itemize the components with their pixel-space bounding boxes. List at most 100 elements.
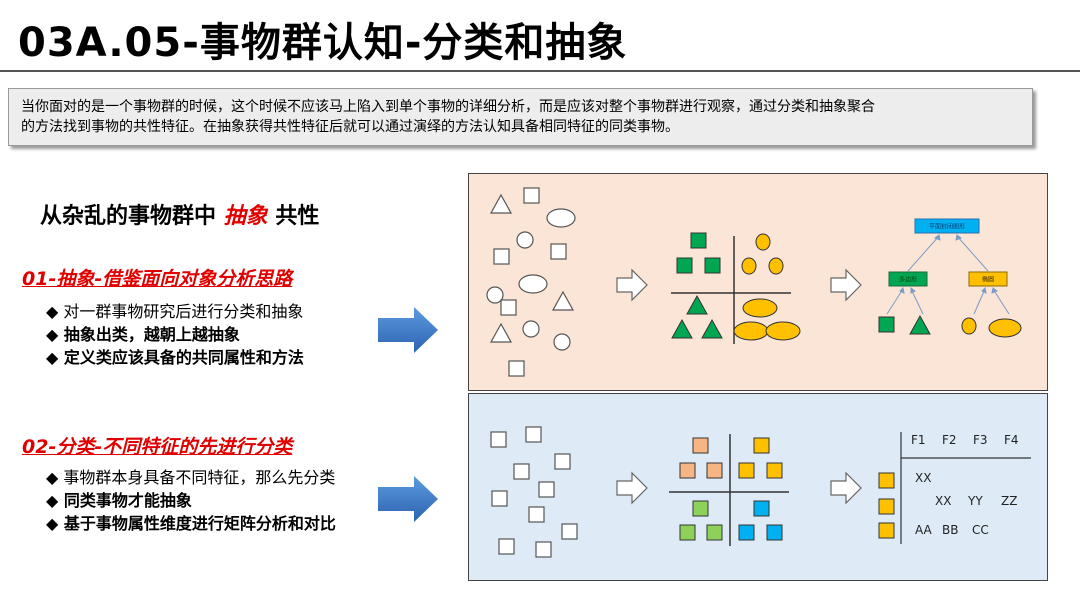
green-triangle-icon xyxy=(686,294,708,315)
matrix-row2-c: ZZ xyxy=(1001,494,1017,508)
circle-icon xyxy=(486,286,504,304)
yellow-ellipse-icon xyxy=(742,298,778,318)
abstraction-diagram: 平面封闭图形 多边形 椭圆 xyxy=(486,187,1022,377)
square-icon xyxy=(491,490,508,507)
section2-bullets: ◆ 事物群本身具备不同特征，那么先分类 ◆ 同类事物才能抽象 ◆ 基于事物属性维… xyxy=(46,466,336,535)
square-icon xyxy=(508,360,525,377)
green-triangle-icon xyxy=(671,318,693,339)
class-node-right-label: 椭圆 xyxy=(982,276,994,284)
abstraction-panel: 平面封闭图形 多边形 椭圆 xyxy=(468,173,1048,391)
outline-arrow-icon xyxy=(616,268,648,302)
classification-panel: F1 F2 F3 F4 XX XX YY ZZ AA BB CC xyxy=(468,393,1048,581)
triangle-icon xyxy=(489,322,513,343)
matrix-col-f2: F2 xyxy=(942,433,957,447)
yellow-circle-icon xyxy=(741,257,757,275)
triangle-icon xyxy=(551,290,575,311)
square-icon xyxy=(561,523,578,540)
yellow-square-icon xyxy=(878,498,895,515)
circle-icon xyxy=(522,320,540,338)
title-divider xyxy=(0,70,1080,72)
section2-title: 02-分类-不同特征的先进行分类 xyxy=(22,436,293,458)
section2-bullet-1: ◆ 事物群本身具备不同特征，那么先分类 xyxy=(46,468,336,487)
orange-square-icon xyxy=(706,462,723,479)
yellow-square-icon xyxy=(766,462,783,479)
blue-square-icon xyxy=(766,524,783,541)
intro-line-1: 当你面对的是一个事物群的时候，这个时候不应该马上陷入到单个事物的详细分析，而是应… xyxy=(21,99,875,115)
class-node-left xyxy=(888,271,928,287)
yellow-square-icon xyxy=(753,437,770,454)
lightgreen-square-icon xyxy=(692,500,709,517)
class-node-right xyxy=(968,271,1008,287)
matrix-row3-b: BB xyxy=(942,523,958,537)
blue-square-icon xyxy=(738,524,755,541)
yellow-ellipse-icon xyxy=(765,321,801,341)
yellow-square-icon xyxy=(878,472,895,489)
square-icon xyxy=(498,538,515,555)
square-icon xyxy=(554,453,571,470)
orange-square-icon xyxy=(679,462,696,479)
yellow-square-icon xyxy=(878,522,895,539)
square-icon xyxy=(525,426,542,443)
green-square-icon xyxy=(878,316,895,333)
page-title: 03A.05-事物群认知-分类和抽象 xyxy=(18,20,628,66)
section1-bullet-3: ◆ 定义类应该具备的共同属性和方法 xyxy=(46,348,304,367)
section-heading: 从杂乱的事物群中 抽象 共性 xyxy=(40,198,319,230)
lightgreen-square-icon xyxy=(706,524,723,541)
matrix-row3-c: CC xyxy=(972,523,989,537)
yellow-circle-icon xyxy=(755,233,771,251)
circle-icon xyxy=(553,333,571,351)
ellipse-icon xyxy=(546,208,576,228)
green-square-icon xyxy=(690,232,707,249)
class-node-top xyxy=(914,218,980,234)
heading-emphasis: 抽象 xyxy=(223,204,268,229)
matrix-row2-b: YY xyxy=(967,494,983,508)
yellow-square-icon xyxy=(738,462,755,479)
yellow-circle-icon xyxy=(961,317,977,335)
square-icon xyxy=(493,248,510,265)
matrix-col-f1: F1 xyxy=(911,433,926,447)
matrix-row3-a: AA xyxy=(915,523,933,537)
matrix-row2-a: XX xyxy=(935,494,951,508)
class-node-left-label: 多边形 xyxy=(899,276,917,284)
yellow-ellipse-icon xyxy=(733,321,769,341)
intro-line-2: 的方法找到事物的共性特征。在抽象获得共性特征后就可以通过演绎的方法认知具备相同特… xyxy=(21,119,679,135)
square-icon xyxy=(528,506,545,523)
square-icon xyxy=(500,299,517,316)
matrix-col-f3: F3 xyxy=(973,433,988,447)
section1-title: 01-抽象-借鉴面向对象分析思路 xyxy=(22,268,293,290)
outline-arrow-icon xyxy=(616,471,648,505)
lightgreen-square-icon xyxy=(679,524,696,541)
blue-arrow-icon xyxy=(378,307,438,353)
green-triangle-icon xyxy=(701,318,723,339)
square-icon xyxy=(538,481,555,498)
section1-bullet-1: ◆ 对一群事物研究后进行分类和抽象 xyxy=(46,302,304,321)
square-icon xyxy=(523,187,540,204)
matrix-col-f4: F4 xyxy=(1004,433,1019,447)
blue-square-icon xyxy=(753,500,770,517)
square-icon xyxy=(513,463,530,480)
matrix-row1-a: XX xyxy=(915,471,931,485)
class-node-top-label: 平面封闭图形 xyxy=(929,223,965,231)
circle-icon xyxy=(516,231,534,249)
green-square-icon xyxy=(704,257,721,274)
section1-bullets: ◆ 对一群事物研究后进行分类和抽象 ◆ 抽象出类，越朝上越抽象 ◆ 定义类应该具… xyxy=(46,300,304,369)
yellow-circle-icon xyxy=(768,257,784,275)
section1-bullet-2: ◆ 抽象出类，越朝上越抽象 xyxy=(46,325,240,344)
section2-bullet-3: ◆ 基于事物属性维度进行矩阵分析和对比 xyxy=(46,514,336,533)
triangle-icon xyxy=(489,193,513,214)
square-icon xyxy=(550,243,567,260)
ellipse-icon xyxy=(518,274,548,294)
square-icon xyxy=(490,431,507,448)
outline-arrow-icon xyxy=(830,471,862,505)
orange-square-icon xyxy=(692,437,709,454)
classification-diagram: F1 F2 F3 F4 XX XX YY ZZ AA BB CC xyxy=(490,426,1031,558)
square-icon xyxy=(535,541,552,558)
outline-arrow-icon xyxy=(830,268,862,302)
section2-bullet-2: ◆ 同类事物才能抽象 xyxy=(46,491,192,510)
green-triangle-icon xyxy=(909,314,931,335)
green-square-icon xyxy=(676,257,693,274)
heading-pre: 从杂乱的事物群中 xyxy=(40,204,224,229)
intro-box: 当你面对的是一个事物群的时候，这个时候不应该马上陷入到单个事物的详细分析，而是应… xyxy=(8,88,1033,146)
yellow-ellipse-icon xyxy=(988,318,1022,338)
blue-arrow-icon xyxy=(378,476,438,522)
